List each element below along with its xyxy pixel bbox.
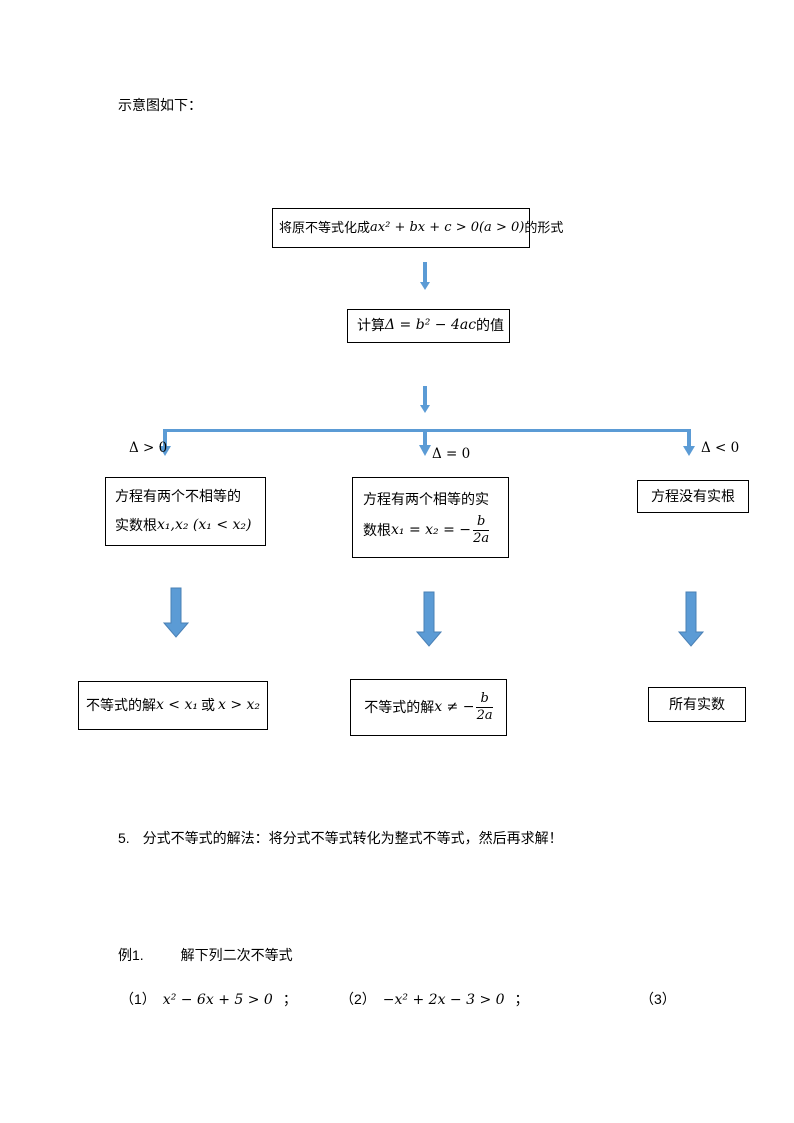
sol-equal-fraction: b 2a: [476, 692, 493, 723]
flowchart-box-normalize: 将原不等式化成 ax² + bx + c > 0(a > 0) 的形式: [272, 208, 563, 248]
flowchart-box-all-reals: 所有实数: [648, 687, 746, 722]
discriminant-prefix: 计算: [357, 317, 385, 334]
two-equal-line2-prefix: 数根: [363, 521, 391, 538]
equation-number: （2）: [340, 991, 376, 1007]
fat-arrow-middle: [415, 591, 443, 647]
equation-expression: −x² + 2x − 3 > 0: [382, 992, 505, 1008]
sol-distinct-math2: x > x₂: [218, 696, 261, 713]
two-equal-line1: 方程有两个相等的实: [363, 490, 489, 507]
equation-item-3: （3）: [640, 989, 693, 1009]
arrow-down-discriminant-to-branch: [420, 386, 430, 413]
branch-label-delta-positive: Δ > 0: [129, 440, 168, 456]
flowchart-box-no-real-roots: 方程没有实根: [637, 480, 749, 513]
branch-arrow-middle: [419, 432, 431, 456]
fraction-numerator: b: [473, 515, 490, 531]
two-distinct-line2-math: x₁,x₂ (x₁ < x₂): [157, 517, 252, 533]
equation-number: （1）: [120, 991, 156, 1007]
sol-distinct-prefix: 不等式的解: [85, 696, 156, 713]
fat-arrow-right: [677, 591, 705, 647]
discriminant-math: Δ = b² − 4ac: [385, 317, 477, 334]
normalize-suffix: 的形式: [524, 219, 564, 235]
example-label: 例1.: [118, 947, 144, 963]
branch-arrow-right: [683, 429, 695, 456]
sol-equal-prefix: 不等式的解: [364, 698, 435, 715]
equation-item-1: （1） x² − 6x + 5 > 0 ；: [120, 989, 297, 1009]
flowchart-box-two-equal-roots: 方程有两个相等的实 数根 x₁ = x₂ = − b 2a: [352, 477, 509, 558]
equation-separator: ；: [514, 991, 529, 1007]
two-distinct-line1: 方程有两个不相等的: [115, 488, 241, 505]
equation-separator: ；: [282, 991, 297, 1007]
branch-label-delta-zero: Δ = 0: [432, 446, 471, 462]
note-5-number: 5.: [118, 830, 130, 846]
sol-distinct-math1: x < x₁: [155, 696, 198, 713]
equation-number: （3）: [640, 991, 676, 1007]
example-title: 解下列二次不等式: [180, 947, 293, 963]
branch-label-delta-negative: Δ < 0: [701, 440, 740, 456]
fraction-numerator: b: [476, 692, 493, 708]
all-reals-text: 所有实数: [669, 695, 725, 712]
sol-distinct-or: 或: [201, 696, 215, 713]
branch-horizontal-line: [164, 429, 691, 432]
fraction-denominator: 2a: [473, 530, 490, 546]
two-equal-line2-math: x₁ = x₂ = −: [391, 521, 472, 538]
note-5: 5. 分式不等式的解法：将分式不等式转化为整式不等式，然后再求解！: [118, 828, 563, 848]
branch-arrow-left: [159, 429, 171, 456]
arrow-down-normalize-to-discriminant: [420, 262, 430, 290]
flowchart-box-solution-equal: 不等式的解 x ≠ − b 2a: [350, 679, 507, 736]
intro-text: 示意图如下：: [118, 97, 202, 113]
flowchart-box-two-distinct-roots: 方程有两个不相等的 实数根 x₁,x₂ (x₁ < x₂): [105, 477, 266, 546]
normalize-prefix: 将原不等式化成: [279, 219, 371, 235]
two-distinct-line2-prefix: 实数根: [115, 517, 157, 533]
discriminant-suffix: 的值: [476, 317, 505, 334]
fraction-denominator: 2a: [476, 708, 493, 723]
normalize-math: ax² + bx + c > 0(a > 0): [370, 219, 525, 235]
note-5-text: 分式不等式的解法：将分式不等式转化为整式不等式，然后再求解！: [142, 830, 563, 846]
example-heading: 例1. 解下列二次不等式: [118, 945, 293, 965]
flowchart-box-solution-distinct: 不等式的解 x < x₁ 或 x > x₂: [78, 681, 268, 730]
no-real-roots-text: 方程没有实根: [651, 487, 735, 504]
fat-arrow-left: [162, 587, 190, 638]
two-equal-fraction: b 2a: [473, 515, 490, 546]
equation-item-2: （2） −x² + 2x − 3 > 0 ；: [340, 989, 529, 1009]
equation-expression: x² − 6x + 5 > 0: [162, 992, 273, 1008]
flowchart-box-discriminant: 计算 Δ = b² − 4ac 的值: [347, 309, 510, 343]
sol-equal-math: x ≠ −: [434, 698, 475, 715]
flowchart-connectors: [159, 262, 705, 647]
